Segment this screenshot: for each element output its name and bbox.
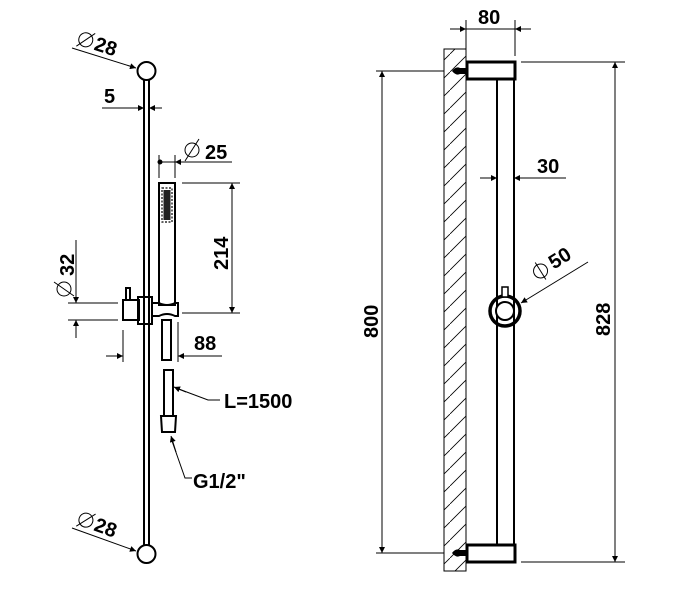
slider-diameter-label: 50 — [545, 243, 576, 273]
bottom-knob — [136, 544, 157, 564]
dim-bar-offset: 30 — [480, 156, 566, 181]
bar-offset-label: 30 — [537, 156, 559, 178]
top-knob-diameter-label: 28 — [92, 33, 120, 61]
front-view: 80 30 50 800 — [361, 7, 625, 572]
dim-bar-diameter: 5 — [102, 86, 162, 111]
top-bracket — [452, 60, 517, 81]
dim-handshower-diameter: 25 — [157, 138, 232, 178]
holder-diameter-label: 32 — [57, 254, 79, 276]
dim-holder-diameter: 32 — [53, 240, 118, 338]
dim-bottom-knob: 28 — [71, 512, 137, 552]
top-knob — [136, 61, 157, 81]
holder-bracket — [122, 287, 179, 361]
dim-top-knob: 28 — [71, 32, 137, 70]
hose — [159, 369, 178, 433]
handshower — [158, 182, 176, 306]
dim-projection-depth: 80 — [450, 7, 531, 56]
hose-length-label: L=1500 — [224, 391, 292, 413]
bar-diameter-label: 5 — [104, 86, 115, 108]
overall-height-label: 828 — [593, 303, 615, 336]
fixing-centers-label: 800 — [361, 305, 383, 338]
dim-fixing-centers: 800 — [361, 70, 444, 554]
dim-slider-diameter: 50 — [520, 243, 589, 304]
dim-overall-height: 828 — [521, 61, 625, 563]
projection-depth-label: 80 — [478, 7, 500, 29]
holder-projection-label: 88 — [194, 333, 216, 355]
handshower-diameter-label: 25 — [205, 142, 227, 164]
dim-holder-projection: 88 — [106, 322, 222, 362]
slider — [488, 286, 522, 328]
side-view: 28 5 25 — [53, 32, 292, 564]
dim-handshower-length: 214 — [182, 182, 240, 314]
rail-bar — [143, 80, 150, 545]
hose-connection-label: G1/2" — [193, 471, 246, 493]
bottom-knob-diameter-label: 28 — [91, 514, 119, 542]
bottom-bracket — [452, 543, 517, 564]
handshower-length-label: 214 — [211, 236, 233, 270]
wall-section — [443, 48, 467, 572]
dim-hose-length: L=1500 — [173, 386, 292, 413]
dim-hose-connection: G1/2" — [169, 435, 246, 493]
